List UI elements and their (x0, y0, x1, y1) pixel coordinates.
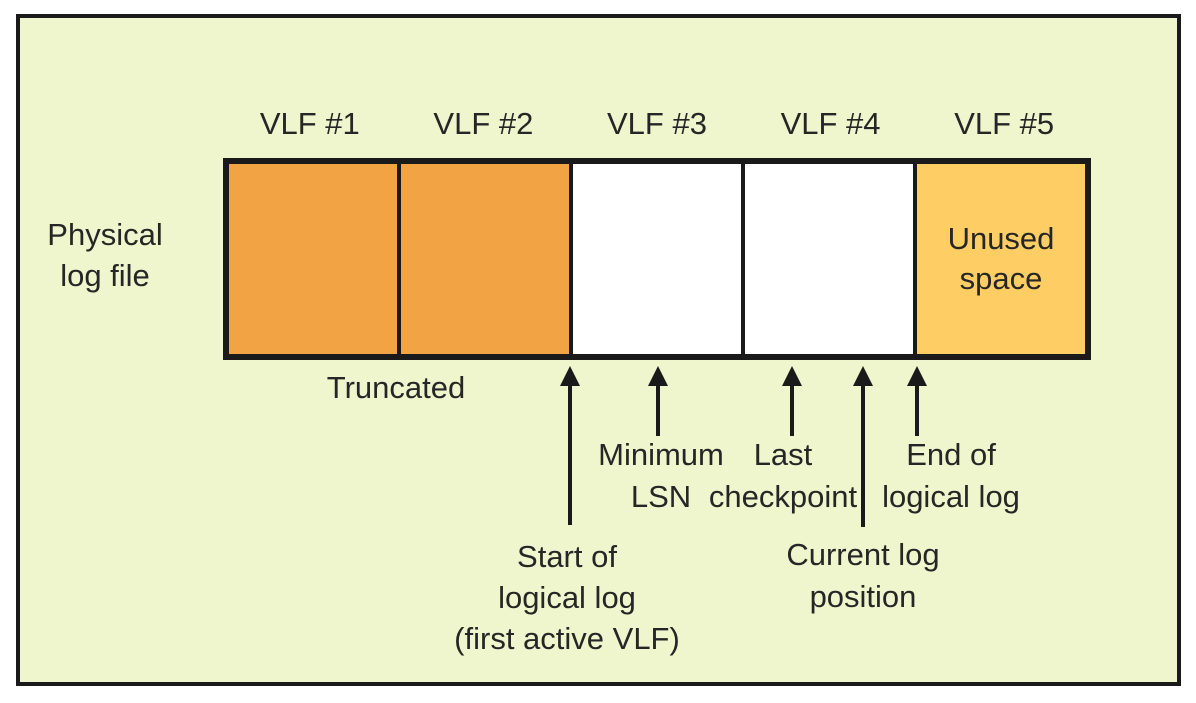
vlf-header-3: VLF #3 (607, 106, 707, 141)
unused-space-line2: space (959, 261, 1043, 296)
start-of-logical-log-line2: logical log (498, 580, 636, 615)
physical-log-file-line2: log file (60, 258, 150, 293)
vlf-segment-3 (571, 162, 743, 356)
last-checkpoint-line2: checkpoint (708, 479, 858, 514)
vlf-header-1: VLF #1 (259, 106, 360, 141)
vlf-segment-1 (227, 162, 399, 356)
minimum-lsn-arrow (656, 384, 660, 436)
last-checkpoint-arrowhead-icon (782, 366, 802, 386)
end-of-logical-log-line1: End of (906, 437, 996, 472)
minimum-lsn-arrowhead-icon (648, 366, 668, 386)
unused-space-label: Unused space (948, 219, 1055, 299)
end-of-logical-log-label: End of logical log (851, 434, 1051, 518)
minimum-lsn-line1: Minimum (598, 437, 724, 472)
start-of-logical-log-arrow (568, 384, 572, 525)
unused-space-line1: Unused (947, 221, 1055, 256)
minimum-lsn-line2: LSN (630, 479, 692, 514)
truncated-label: Truncated (326, 370, 466, 405)
last-checkpoint-arrow (790, 384, 794, 436)
end-of-logical-log-arrowhead-icon (907, 366, 927, 386)
vlf-segment-4 (743, 162, 915, 356)
current-log-position-line2: position (809, 579, 917, 614)
vlf-header-2: VLF #2 (433, 106, 534, 141)
physical-log-bar: Unused space (223, 158, 1091, 360)
current-log-position-arrowhead-icon (853, 366, 873, 386)
end-of-logical-log-line2: logical log (882, 479, 1020, 514)
start-of-logical-log-line1: Start of (517, 539, 617, 574)
vlf-header-4: VLF #4 (780, 106, 881, 141)
physical-log-file-line1: Physical (47, 217, 163, 252)
start-of-logical-log-line3: (first active VLF) (454, 621, 680, 656)
vlf-header-5: VLF #5 (954, 106, 1055, 141)
last-checkpoint-line1: Last (753, 437, 813, 472)
vlf-segment-5: Unused space (915, 162, 1087, 356)
current-log-position-line1: Current log (786, 537, 940, 572)
start-of-logical-log-arrowhead-icon (560, 366, 580, 386)
current-log-position-label: Current log position (763, 534, 963, 618)
last-checkpoint-label: Last checkpoint (683, 434, 883, 518)
minimum-lsn-label: Minimum LSN (561, 434, 761, 518)
vlf-segment-2 (399, 162, 571, 356)
current-log-position-arrow (861, 384, 865, 527)
physical-log-file-label: Physical log file (20, 214, 190, 296)
start-of-logical-log-label: Start of logical log (first active VLF) (447, 536, 687, 659)
end-of-logical-log-arrow (915, 384, 919, 436)
vlf-header-row: VLF #1 VLF #2 VLF #3 VLF #4 VLF #5 (223, 102, 1091, 148)
